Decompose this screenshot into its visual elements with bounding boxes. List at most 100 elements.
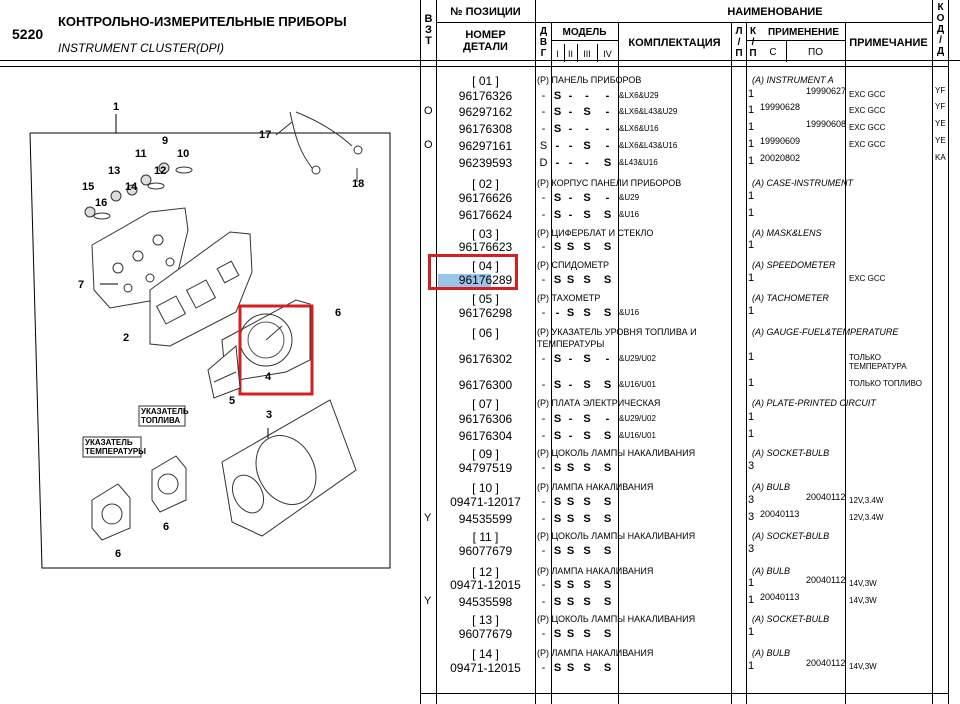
model-flag: S xyxy=(603,241,612,253)
note: ТОЛЬКО ТОПЛИВО xyxy=(849,379,922,388)
svg-text:7: 7 xyxy=(78,279,84,291)
item-name-en: (A) TACHOMETER xyxy=(752,293,829,303)
model-sub-3: III xyxy=(583,49,591,59)
note: EXC GCC xyxy=(849,106,886,115)
equipment-code: &U16 xyxy=(619,210,640,219)
col-dvg: Д В Г xyxy=(539,26,548,59)
part-number: 96176626 xyxy=(458,191,513,205)
engine-code: - xyxy=(541,90,546,102)
position-number: [ 14 ] xyxy=(472,647,499,661)
engine-code: - xyxy=(541,353,546,365)
item-name-en: (A) MASK&LENS xyxy=(752,228,822,238)
model-flag: S xyxy=(566,496,575,508)
item-name-en: (A) SPEEDOMETER xyxy=(752,260,836,270)
note: 14V,3W xyxy=(849,596,877,605)
speedometer-icon xyxy=(221,299,311,383)
model-flag: - xyxy=(568,90,573,102)
col-compl: КОМПЛЕКТАЦИЯ xyxy=(628,37,721,49)
qty: 1 xyxy=(748,155,755,167)
note: 14V,3W xyxy=(849,662,877,671)
date-to: 20040112 xyxy=(806,658,846,668)
model-flag: - xyxy=(585,157,589,169)
qty: 1 xyxy=(748,428,755,440)
engine-code: - xyxy=(541,462,546,474)
engine-code: - xyxy=(541,274,546,286)
item-name-ru: (P) ЛАМПА НАКАЛИВАНИЯ xyxy=(537,566,654,576)
qty: 1 xyxy=(748,88,755,100)
item-name-en: (A) BULB xyxy=(752,566,791,576)
item-name-ru: (P) ЦИФЕРБЛАТ И СТЕКЛО xyxy=(537,228,654,238)
model-flag: S xyxy=(566,579,575,591)
svg-text:6: 6 xyxy=(115,548,121,560)
model-flag: S xyxy=(603,274,612,286)
part-number: 96176308 xyxy=(458,122,513,136)
temp-callout-box xyxy=(82,436,142,458)
model-flag: S xyxy=(583,209,591,221)
fuel-gauge-icon xyxy=(151,455,187,513)
equipment-code: &U16 xyxy=(619,308,640,317)
svg-text:6: 6 xyxy=(163,521,169,533)
svg-text:3: 3 xyxy=(266,409,272,421)
model-flag: S xyxy=(583,545,591,557)
part-number: 96077679 xyxy=(458,627,513,641)
model-flag: S xyxy=(603,513,612,525)
equipment-code: &L43&U16 xyxy=(619,158,658,167)
model-flag: S xyxy=(566,628,575,640)
qty: 1 xyxy=(748,660,755,672)
model-flag: - xyxy=(605,353,610,365)
qty: 1 xyxy=(748,577,755,589)
equipment-code: &U16/U01 xyxy=(619,380,656,389)
note-2: ТЕМПЕРАТУРА xyxy=(849,362,907,371)
part-number: 96239593 xyxy=(458,156,513,170)
model-flag: S xyxy=(603,157,612,169)
model-flag: - xyxy=(568,106,573,118)
col-pos: № ПОЗИЦИИ xyxy=(450,6,521,18)
date-from: 20040113 xyxy=(760,592,800,602)
item-name-ru: (P) ЛАМПА НАКАЛИВАНИЯ xyxy=(537,482,654,492)
model-flag: S xyxy=(603,307,612,319)
col-part: НОМЕР ДЕТАЛИ xyxy=(463,29,508,53)
note: ТОЛЬКО xyxy=(849,353,881,362)
engine-code: - xyxy=(541,545,546,557)
model-flag: S xyxy=(553,596,562,608)
code: YF xyxy=(935,86,946,95)
equipment-code: &U29/U02 xyxy=(619,414,656,423)
model-flag: - xyxy=(555,140,560,152)
highlight-frame xyxy=(428,254,518,290)
position-number: [ 05 ] xyxy=(472,292,499,306)
svg-text:12: 12 xyxy=(154,165,166,177)
engine-code: - xyxy=(541,513,546,525)
date-to: 20040112 xyxy=(806,492,846,502)
model-flag: S xyxy=(583,241,591,253)
model-flag: S xyxy=(566,462,575,474)
temp-gauge-icon xyxy=(91,483,131,541)
model-flag: S xyxy=(603,596,612,608)
equipment-code: &LX6&L43&U16 xyxy=(619,141,678,150)
model-flag: S xyxy=(603,628,612,640)
note: 12V,3.4W xyxy=(849,496,884,505)
model-flag: - xyxy=(605,140,610,152)
model-flag: S xyxy=(603,462,612,474)
model-flag: S xyxy=(583,274,591,286)
col-kp: К / П xyxy=(749,26,757,59)
callout-fuel-line1: УКАЗАТЕЛЬ xyxy=(141,407,189,416)
model-flag: S xyxy=(553,274,562,286)
exploded-diagram: 1 2 3 4 5 6 6 6 7 9 10 11 12 13 14 15 16… xyxy=(29,101,391,569)
part-number: 94535599 xyxy=(458,512,513,526)
engine-code: - xyxy=(541,413,546,425)
model-flag: - xyxy=(568,413,573,425)
model-flag: S xyxy=(583,106,591,118)
model-flag: S xyxy=(583,596,591,608)
svg-text:16: 16 xyxy=(95,197,107,209)
item-name-en: (A) SOCKET-BULB xyxy=(752,531,830,541)
svg-text:11: 11 xyxy=(135,148,147,160)
fuel-callout-box xyxy=(138,405,186,427)
position-number: [ 06 ] xyxy=(472,326,499,340)
lens-mask-icon xyxy=(221,399,357,537)
tachometer-icon xyxy=(207,344,241,399)
position-number: [ 03 ] xyxy=(472,227,499,241)
model-flag: S xyxy=(566,545,575,557)
position-number: [ 09 ] xyxy=(472,447,499,461)
equipment-code: &U29/U02 xyxy=(619,354,656,363)
part-number: 09471-12015 xyxy=(450,578,521,592)
